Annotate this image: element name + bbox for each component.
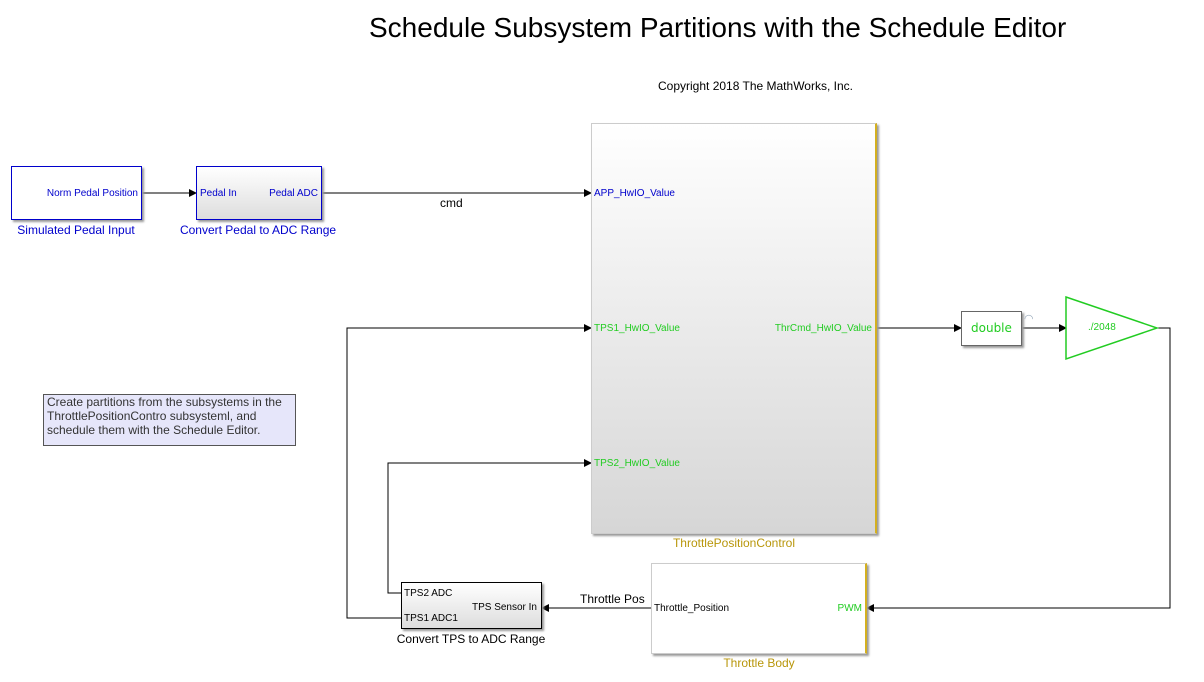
double-label: double: [971, 321, 1012, 335]
port-thrcmd-hwio: ThrCmd_HwIO_Value: [774, 323, 872, 334]
annotation-note[interactable]: Create partitions from the subsystems in…: [43, 394, 296, 446]
throttle-position-control-block[interactable]: APP_HwIO_Value TPS1_HwIO_Value TPS2_HwIO…: [591, 123, 877, 534]
convert-pedal-label: Convert Pedal to ADC Range: [179, 223, 337, 237]
convert-tps-block[interactable]: TPS2 ADC TPS1 ADC1 TPS Sensor In: [401, 582, 542, 629]
signal-cmd-label: cmd: [440, 196, 463, 210]
page-title: Schedule Subsystem Partitions with the S…: [369, 12, 1067, 43]
port-tps-sensor-in: TPS Sensor In: [471, 602, 537, 613]
gain-block[interactable]: [1065, 295, 1160, 361]
throttle-body-label: Throttle Body: [723, 656, 795, 670]
port-norm-pedal-position: Norm Pedal Position: [46, 188, 138, 199]
simulated-pedal-input-block[interactable]: Norm Pedal Position: [11, 166, 142, 220]
gain-label: ./2048: [1088, 322, 1116, 333]
port-pedal-in: Pedal In: [200, 188, 237, 199]
convert-pedal-block[interactable]: Pedal In Pedal ADC: [196, 166, 322, 220]
port-tps1-hwio: TPS1_HwIO_Value: [594, 323, 680, 334]
signal-throttle-pos-label: Throttle Pos: [580, 592, 645, 606]
copyright: Copyright 2018 The MathWorks, Inc.: [658, 79, 853, 93]
port-app-hwio: APP_HwIO_Value: [594, 188, 675, 199]
convert-tps-label: Convert TPS to ADC Range: [396, 632, 546, 646]
double-block[interactable]: double: [961, 311, 1022, 346]
throttle-body-block[interactable]: Throttle_Position PWM: [651, 563, 867, 654]
port-throttle-position: Throttle_Position: [654, 603, 730, 614]
signal-logging-icon: ◠: [1024, 313, 1034, 325]
simulated-pedal-input-label: Simulated Pedal Input: [17, 223, 135, 237]
port-tps2-hwio: TPS2_HwIO_Value: [594, 458, 680, 469]
throttle-position-control-label: ThrottlePositionControl: [672, 536, 796, 550]
port-pwm: PWM: [837, 603, 862, 614]
port-pedal-adc: Pedal ADC: [269, 188, 318, 199]
port-tps2-adc: TPS2 ADC: [404, 588, 453, 599]
port-tps1-adc1: TPS1 ADC1: [404, 613, 458, 624]
